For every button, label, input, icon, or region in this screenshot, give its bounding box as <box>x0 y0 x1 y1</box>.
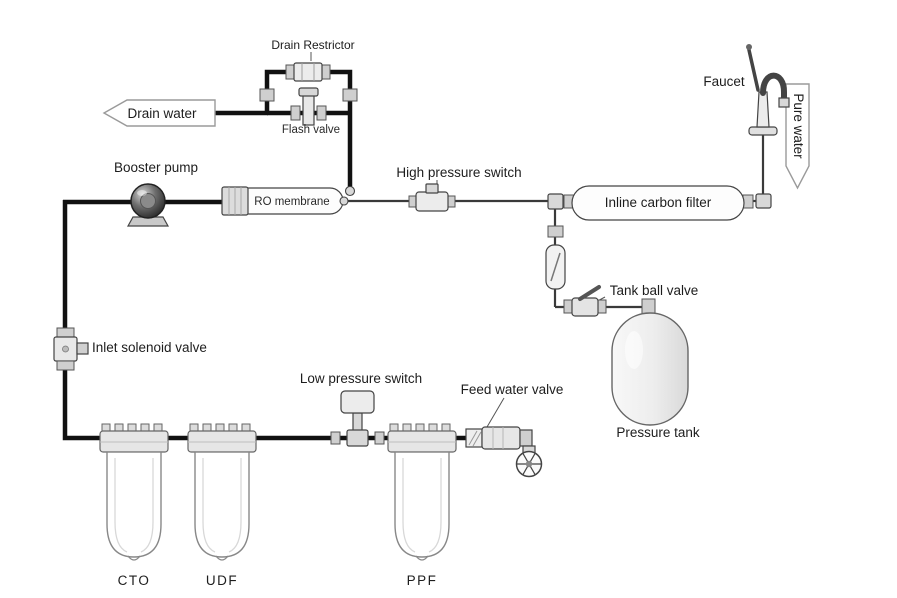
flash-valve <box>290 87 327 126</box>
inlet-solenoid-valve-label: Inlet solenoid valve <box>92 340 207 355</box>
booster-pump <box>126 183 170 227</box>
pure-water-banner: Pure water <box>785 83 810 190</box>
pipe-left-riser-and-bottom <box>62 200 471 441</box>
filter-udf-label: UDF <box>206 573 238 588</box>
elbow-fitting <box>755 193 772 209</box>
feed-water-valve <box>465 397 543 478</box>
ro-membrane: RO membrane <box>221 185 356 216</box>
pure-water-label: Pure water <box>791 93 806 159</box>
booster-pump-label: Booster pump <box>114 160 198 175</box>
tee-fitting <box>547 193 564 210</box>
filter-cto-label: CTO <box>118 573 151 588</box>
tank-ball-valve-label: Tank ball valve <box>610 283 699 298</box>
filter-cto <box>99 423 169 561</box>
faucet-label: Faucet <box>703 74 745 89</box>
drain-water-banner: Drain water <box>102 99 216 127</box>
high-pressure-switch-label: High pressure switch <box>396 165 521 180</box>
drain-water-label: Drain water <box>127 106 197 121</box>
loop-nut-right <box>342 88 358 102</box>
drain-restrictor <box>285 52 331 82</box>
loop-nut-left <box>259 88 275 102</box>
pressure-tank <box>611 298 689 426</box>
inline-carbon-filter: Inline carbon filter <box>563 185 754 221</box>
filter-ppf-label: PPF <box>407 573 438 588</box>
feed-water-valve-label: Feed water valve <box>461 382 564 397</box>
tank-ball-valve <box>563 285 607 317</box>
inline-nut <box>547 225 564 238</box>
low-pressure-switch <box>330 390 385 447</box>
faucet <box>746 44 790 136</box>
high-pressure-switch <box>408 180 456 212</box>
pressure-tank-label: Pressure tank <box>616 425 700 440</box>
filter-ppf <box>387 423 457 561</box>
low-pressure-switch-label: Low pressure switch <box>300 371 422 386</box>
inline-carbon-filter-label: Inline carbon filter <box>605 195 712 210</box>
inlet-solenoid-valve <box>53 327 89 371</box>
check-valve <box>545 244 566 290</box>
ro-membrane-label: RO membrane <box>254 196 329 208</box>
filter-udf <box>187 423 257 561</box>
drain-restrictor-label: Drain Restrictor <box>271 38 354 52</box>
flash-valve-label: Flash valve <box>282 124 340 136</box>
